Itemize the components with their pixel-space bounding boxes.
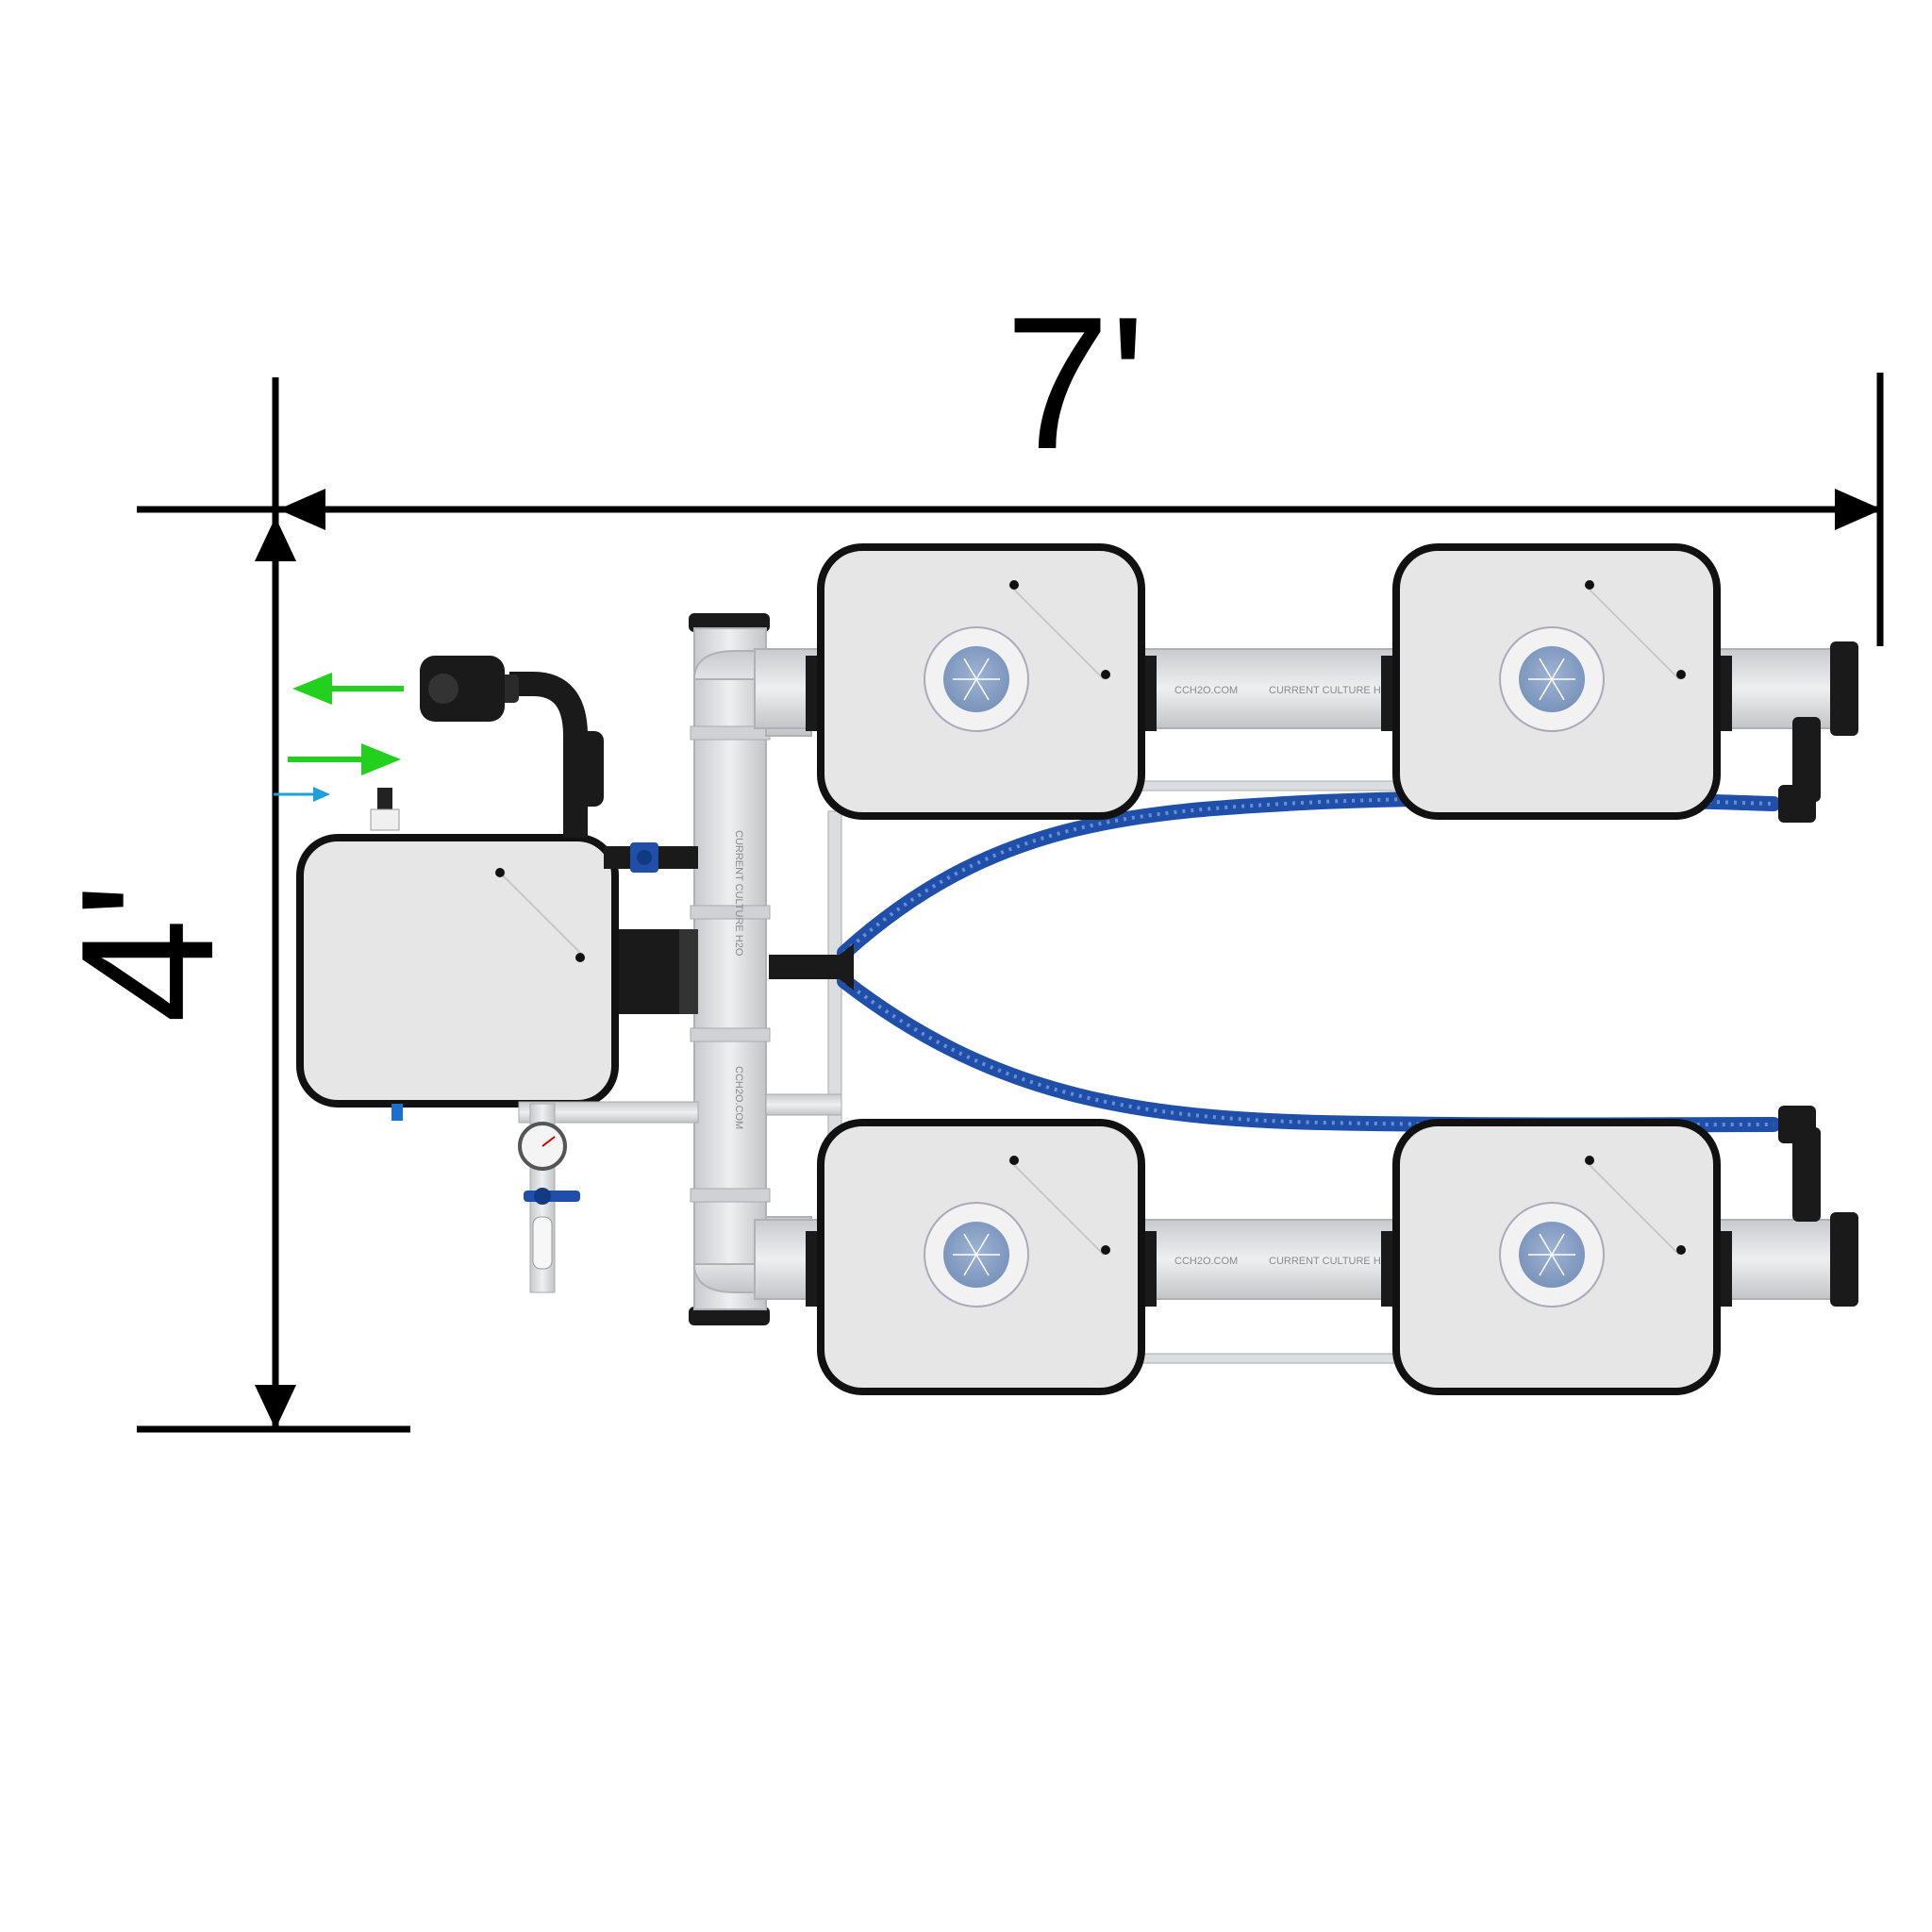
support-rail-bottom (1131, 1353, 1416, 1364)
manifold-bottom-cap (689, 1307, 770, 1325)
ball-valve-icon[interactable] (630, 842, 658, 873)
manifold-print-1: CURRENT CULTURE H2O (733, 830, 744, 957)
hose-top (837, 791, 1781, 960)
support-rail-top (1131, 780, 1416, 791)
main-manifold: CURRENT CULTURE H2O CCH2O.COM (689, 613, 771, 1325)
air-fitting-icon[interactable] (370, 788, 400, 831)
grow-site-top-right[interactable] (1381, 543, 1732, 820)
grow-site-bottom-left[interactable] (806, 1119, 1157, 1395)
arrow-in-green-icon (288, 743, 401, 775)
arrow-in-cyan-icon (274, 787, 330, 802)
arrow-out-green-icon (292, 673, 404, 705)
arrowhead-left (278, 489, 325, 530)
top-pipe-print-1: CCH2O.COM (1174, 685, 1238, 696)
right-elbow-bottom (1778, 1106, 1821, 1222)
top-pipe-print-2: CURRENT CULTURE H2O (1269, 685, 1395, 696)
y-splitter (769, 943, 854, 991)
net-pot-lid-icon (1499, 626, 1605, 732)
return-line (604, 842, 698, 873)
arrowhead-right (1835, 489, 1882, 530)
arrowhead-top (255, 517, 296, 561)
height-dimension: 4' (42, 506, 410, 1433)
width-label: 7' (1005, 278, 1145, 489)
width-dimension: 7' (137, 278, 1884, 646)
bottom-pipe-print-2: CURRENT CULTURE H2O (1269, 1256, 1395, 1267)
pressure-gauge-icon (518, 1122, 567, 1171)
pump-riser (509, 672, 588, 838)
top-right-end-cap (1830, 641, 1858, 736)
right-elbow-top (1778, 717, 1821, 823)
height-label: 4' (42, 882, 253, 1023)
drain-valve-icon[interactable] (524, 1188, 580, 1205)
bottom-right-end-cap (1830, 1212, 1858, 1307)
blue-hoses (769, 791, 1781, 1133)
net-pot-lid-icon (924, 1202, 1029, 1307)
grow-site-top-left[interactable] (806, 543, 1157, 820)
crossbar-pipe (765, 1093, 842, 1116)
hose-bottom (837, 974, 1781, 1133)
grow-site-bottom-right[interactable] (1381, 1119, 1732, 1395)
flow-arrows (274, 673, 404, 802)
arrowhead-bottom (255, 1385, 296, 1429)
drain-assembly (518, 1103, 580, 1293)
pump-icon[interactable] (420, 656, 505, 722)
bottom-pipe-print-1: CCH2O.COM (1174, 1256, 1238, 1267)
net-pot-lid-icon (924, 626, 1029, 732)
control-reservoir[interactable] (296, 834, 698, 1121)
net-pot-lid-icon (1499, 1202, 1605, 1307)
drain-pipe (518, 1101, 699, 1124)
manifold-print-2: CCH2O.COM (733, 1066, 744, 1129)
pump-assembly (370, 656, 604, 838)
